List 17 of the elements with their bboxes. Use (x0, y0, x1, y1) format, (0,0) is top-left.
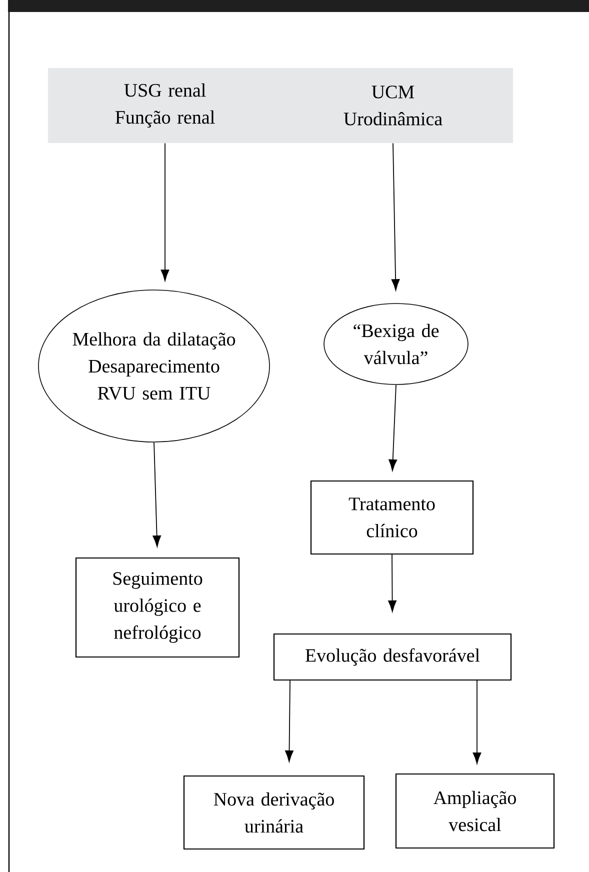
arrow (391, 142, 400, 291)
process-box: Evolução desfavorável (273, 633, 512, 681)
arrow (152, 442, 162, 547)
arrow (388, 554, 396, 612)
header-text: USG renal Função renal (115, 83, 215, 128)
header-box (48, 68, 513, 143)
ellipse-node: Melhora da dilatação Desaparecimento RVU sem ITU (38, 290, 270, 442)
header-text: UCM Urodinâmica (344, 86, 442, 126)
process-box: Ampliação vesical (395, 773, 555, 849)
process-box: Tratamento clínico (310, 480, 474, 555)
arrow (472, 680, 482, 764)
arrow (160, 142, 170, 282)
process-box: Nova derivação urinária (183, 775, 365, 850)
ellipse-node: “Bexiga de válvula” (324, 303, 468, 385)
arrow (388, 384, 398, 471)
arrow (285, 680, 294, 762)
process-box: Seguimento urológico e nefrológico (75, 557, 240, 658)
